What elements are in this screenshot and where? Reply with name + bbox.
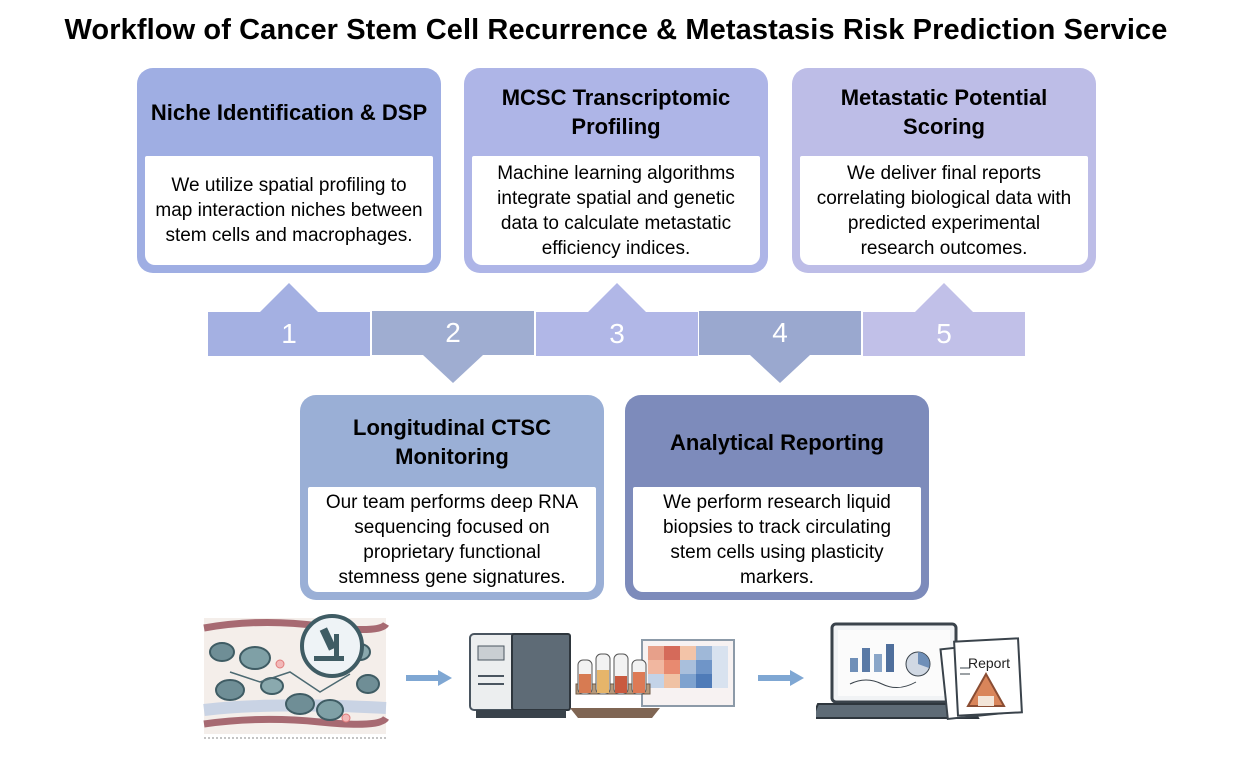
laptop-report-icon: Report [816, 622, 1023, 721]
step-title-4: Analytical Reporting [670, 429, 884, 455]
flow-arrow-2-icon [758, 670, 804, 686]
step-title-3: MCSC Transcriptomic Profiling [501, 85, 731, 139]
step-description-5: We deliver final reports correlating bio… [800, 156, 1088, 265]
step-description-1: We utilize spatial profiling to map inte… [145, 156, 433, 265]
step-description-4: We perform research liquid biopsies to t… [633, 487, 921, 592]
timeline-step-3: 3 [536, 312, 698, 356]
step-title-5: Metastatic Potential Scoring [840, 85, 1048, 139]
step-card-2: Longitudinal CTSC Monitoring Our team pe… [300, 395, 604, 600]
flow-arrow-1-icon [406, 670, 452, 686]
pointer-down-4 [750, 355, 810, 383]
step-description-2: Our team performs deep RNA sequencing fo… [308, 487, 596, 592]
pointer-up-3 [587, 283, 647, 313]
step-card-3: MCSC Transcriptomic Profiling Machine le… [464, 68, 768, 273]
step-description-3: Machine learning algorithms integrate sp… [472, 156, 760, 265]
timeline-step-5: 5 [863, 312, 1025, 356]
report-label: Report [968, 655, 1010, 671]
tissue-microscope-icon [203, 614, 389, 739]
timeline-step-2: 2 [372, 311, 534, 355]
timeline-step-1: 1 [208, 312, 370, 356]
pointer-down-2 [423, 355, 483, 383]
timeline-step-4: 4 [699, 311, 861, 355]
step-title-2: Longitudinal CTSC Monitoring [353, 415, 551, 469]
step-card-1: Niche Identification & DSP We utilize sp… [137, 68, 441, 273]
step-title-1: Niche Identification & DSP [150, 99, 428, 125]
pointer-up-5 [914, 283, 974, 313]
diagram-title: Workflow of Cancer Stem Cell Recurrence … [64, 14, 1168, 46]
sequencer-lab-icon [469, 633, 735, 718]
step-card-4: Analytical Reporting We perform research… [625, 395, 929, 600]
pointer-up-1 [259, 283, 319, 313]
step-card-5: Metastatic Potential Scoring We deliver … [792, 68, 1096, 273]
